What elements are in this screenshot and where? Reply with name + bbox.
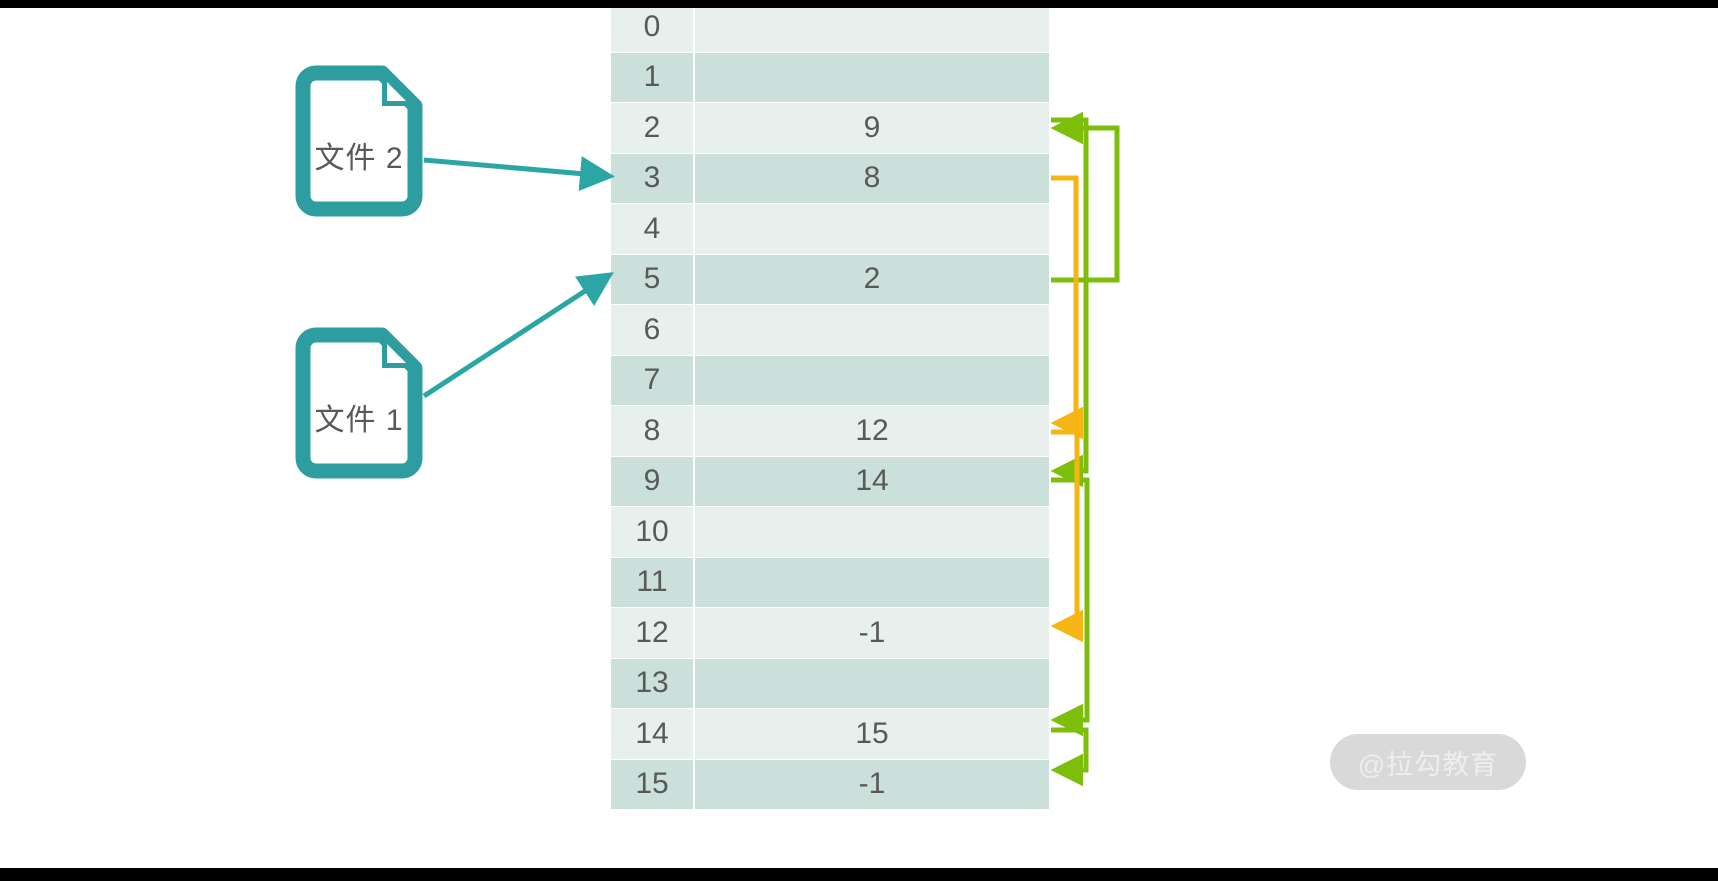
- table-row[interactable]: 13: [611, 658, 1049, 708]
- slide-canvas: 文件 2 文件 1 0 1 2 9: [0, 8, 1718, 868]
- row-index: 7: [611, 355, 693, 405]
- file-allocation-table: 0 1 2 9 3 8 4 5 2: [611, 8, 1049, 810]
- row-index: 1: [611, 52, 693, 102]
- row-index: 12: [611, 608, 693, 658]
- row-value: 15: [695, 709, 1049, 759]
- row-index: 13: [611, 658, 693, 708]
- table-row[interactable]: 9 14: [611, 456, 1049, 506]
- file-icon-file-1[interactable]: 文件 1: [290, 327, 428, 479]
- row-value: 2: [695, 254, 1049, 304]
- row-value: -1: [695, 608, 1049, 658]
- pointer-file-2-to-row-3: [423, 156, 615, 192]
- table-row[interactable]: 14 15: [611, 709, 1049, 759]
- row-index: 8: [611, 406, 693, 456]
- table-row[interactable]: 1: [611, 52, 1049, 102]
- chain-link-green-2-to-9: [1050, 117, 1089, 488]
- row-value: -1: [695, 759, 1049, 809]
- row-value: [695, 305, 1049, 355]
- row-value: [695, 355, 1049, 405]
- row-value: 9: [695, 103, 1049, 153]
- table-row[interactable]: 11: [611, 557, 1049, 607]
- row-value: [695, 507, 1049, 557]
- table-row[interactable]: 5 2: [611, 254, 1049, 304]
- table-row[interactable]: 3 8: [611, 153, 1049, 203]
- row-value: [695, 557, 1049, 607]
- row-value: 12: [695, 406, 1049, 456]
- chain-link-green-14-to-15: [1050, 727, 1089, 787]
- row-index: 9: [611, 456, 693, 506]
- row-index: 3: [611, 153, 693, 203]
- table-row[interactable]: 15 -1: [611, 759, 1049, 809]
- row-value: [695, 204, 1049, 254]
- watermark-badge: @拉勾教育: [1330, 734, 1526, 790]
- chain-link-green-9-to-14: [1050, 477, 1090, 737]
- row-value: [695, 8, 1049, 52]
- row-index: 14: [611, 709, 693, 759]
- chain-link-green-5-to-2: [1050, 111, 1120, 283]
- table-row[interactable]: 2 9: [611, 103, 1049, 153]
- table-row[interactable]: 4: [611, 204, 1049, 254]
- table-row[interactable]: 7: [611, 355, 1049, 405]
- row-index: 2: [611, 103, 693, 153]
- chain-link-orange-3-to-8: [1050, 175, 1084, 440]
- row-index: 0: [611, 8, 693, 52]
- row-index: 5: [611, 254, 693, 304]
- row-index: 4: [611, 204, 693, 254]
- chain-link-orange-8-to-12: [1050, 429, 1084, 643]
- pointer-file-1-to-row-5: [422, 272, 614, 399]
- row-value: 8: [695, 153, 1049, 203]
- row-index: 15: [611, 759, 693, 809]
- watermark-text: @拉勾教育: [1357, 749, 1499, 780]
- table-row[interactable]: 10: [611, 507, 1049, 557]
- table-row[interactable]: 12 -1: [611, 608, 1049, 658]
- file-document-icon: [295, 65, 423, 217]
- row-value: [695, 52, 1049, 102]
- table-row[interactable]: 6: [611, 305, 1049, 355]
- table-row[interactable]: 8 12: [611, 406, 1049, 456]
- row-value: 14: [695, 456, 1049, 506]
- file-icon-file-2[interactable]: 文件 2: [290, 65, 428, 217]
- row-index: 11: [611, 557, 693, 607]
- file-document-icon: [295, 327, 423, 479]
- row-index: 6: [611, 305, 693, 355]
- row-value: [695, 658, 1049, 708]
- row-index: 10: [611, 507, 693, 557]
- table-row[interactable]: 0: [611, 8, 1049, 52]
